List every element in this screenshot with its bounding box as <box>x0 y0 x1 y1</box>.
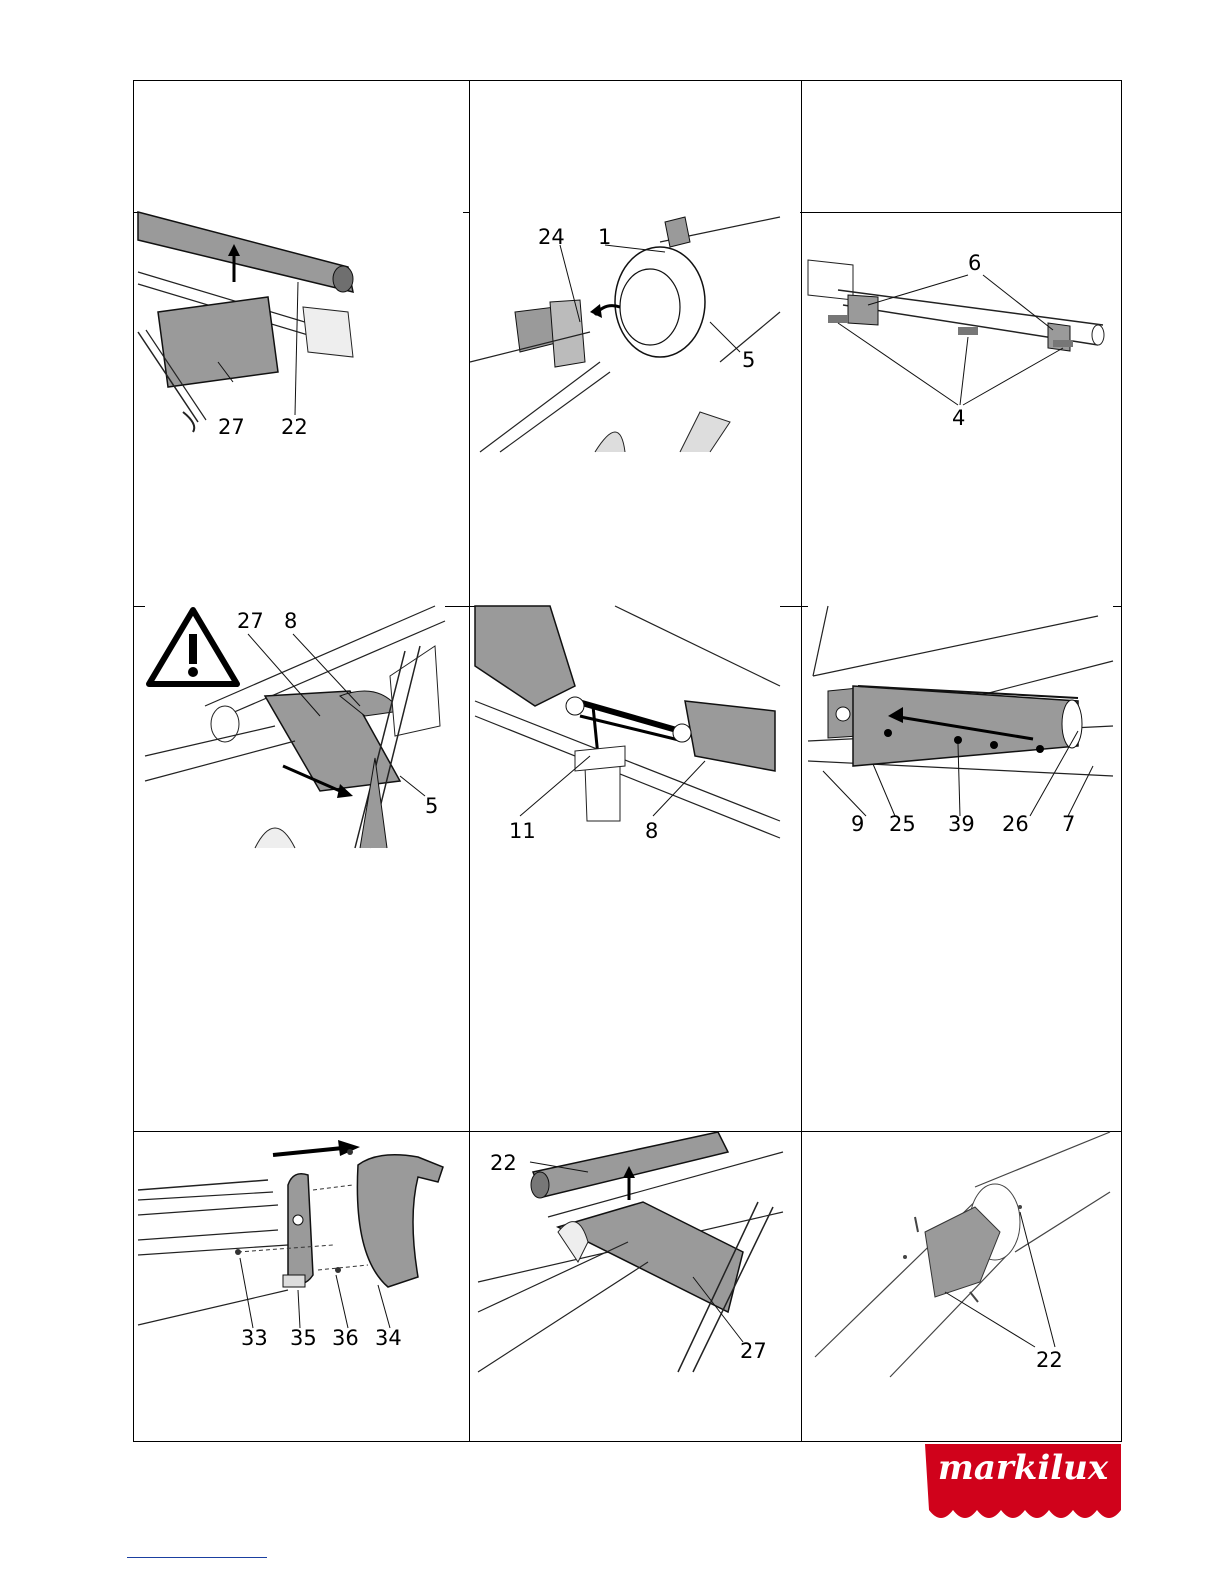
figure-3-roller-straps: 6 4 <box>808 245 1108 430</box>
callout-39: 39 <box>948 812 975 836</box>
callout-8: 8 <box>645 819 658 843</box>
figure-5-support-arms: 11 8 <box>475 606 780 846</box>
callout-11: 11 <box>509 819 536 843</box>
callout-22: 22 <box>281 415 308 439</box>
callout-35: 35 <box>290 1326 317 1350</box>
figure-8-valance-install: 22 27 <box>478 1132 783 1372</box>
callout-25: 25 <box>889 812 916 836</box>
callout-22: 22 <box>1036 1348 1063 1372</box>
column-divider <box>801 81 802 1441</box>
callout-6: 6 <box>968 251 981 275</box>
callout-5: 5 <box>425 794 438 818</box>
callout-4: 4 <box>952 406 965 430</box>
callout-27: 27 <box>237 609 264 633</box>
callout-27: 27 <box>740 1339 767 1363</box>
footer-link-underline[interactable] <box>127 1557 267 1558</box>
callout-22: 22 <box>490 1151 517 1175</box>
figure-9-roller-joint: 22 <box>810 1132 1110 1377</box>
figure-2-end-cap: 24 1 5 <box>470 212 800 457</box>
callout-7: 7 <box>1062 812 1075 836</box>
figure-4-valance-slide: 27 8 5 <box>145 606 445 848</box>
callout-5: 5 <box>742 348 755 372</box>
callout-24: 24 <box>538 225 565 249</box>
logo-text: markilux <box>925 1448 1121 1488</box>
callout-34: 34 <box>375 1326 402 1350</box>
callout-26: 26 <box>1002 812 1029 836</box>
callout-9: 9 <box>851 812 864 836</box>
callout-33: 33 <box>241 1326 268 1350</box>
figure-1-valance-removal: 27 22 <box>138 212 463 442</box>
callout-36: 36 <box>332 1326 359 1350</box>
figure-6-tube-slide: 9 25 39 26 7 <box>808 606 1113 836</box>
callout-8: 8 <box>284 609 297 633</box>
markilux-logo: markilux <box>925 1444 1121 1526</box>
callout-1: 1 <box>598 225 611 249</box>
callout-27: 27 <box>218 415 245 439</box>
figure-7-end-cap-exploded: 33 35 36 34 <box>138 1140 458 1355</box>
